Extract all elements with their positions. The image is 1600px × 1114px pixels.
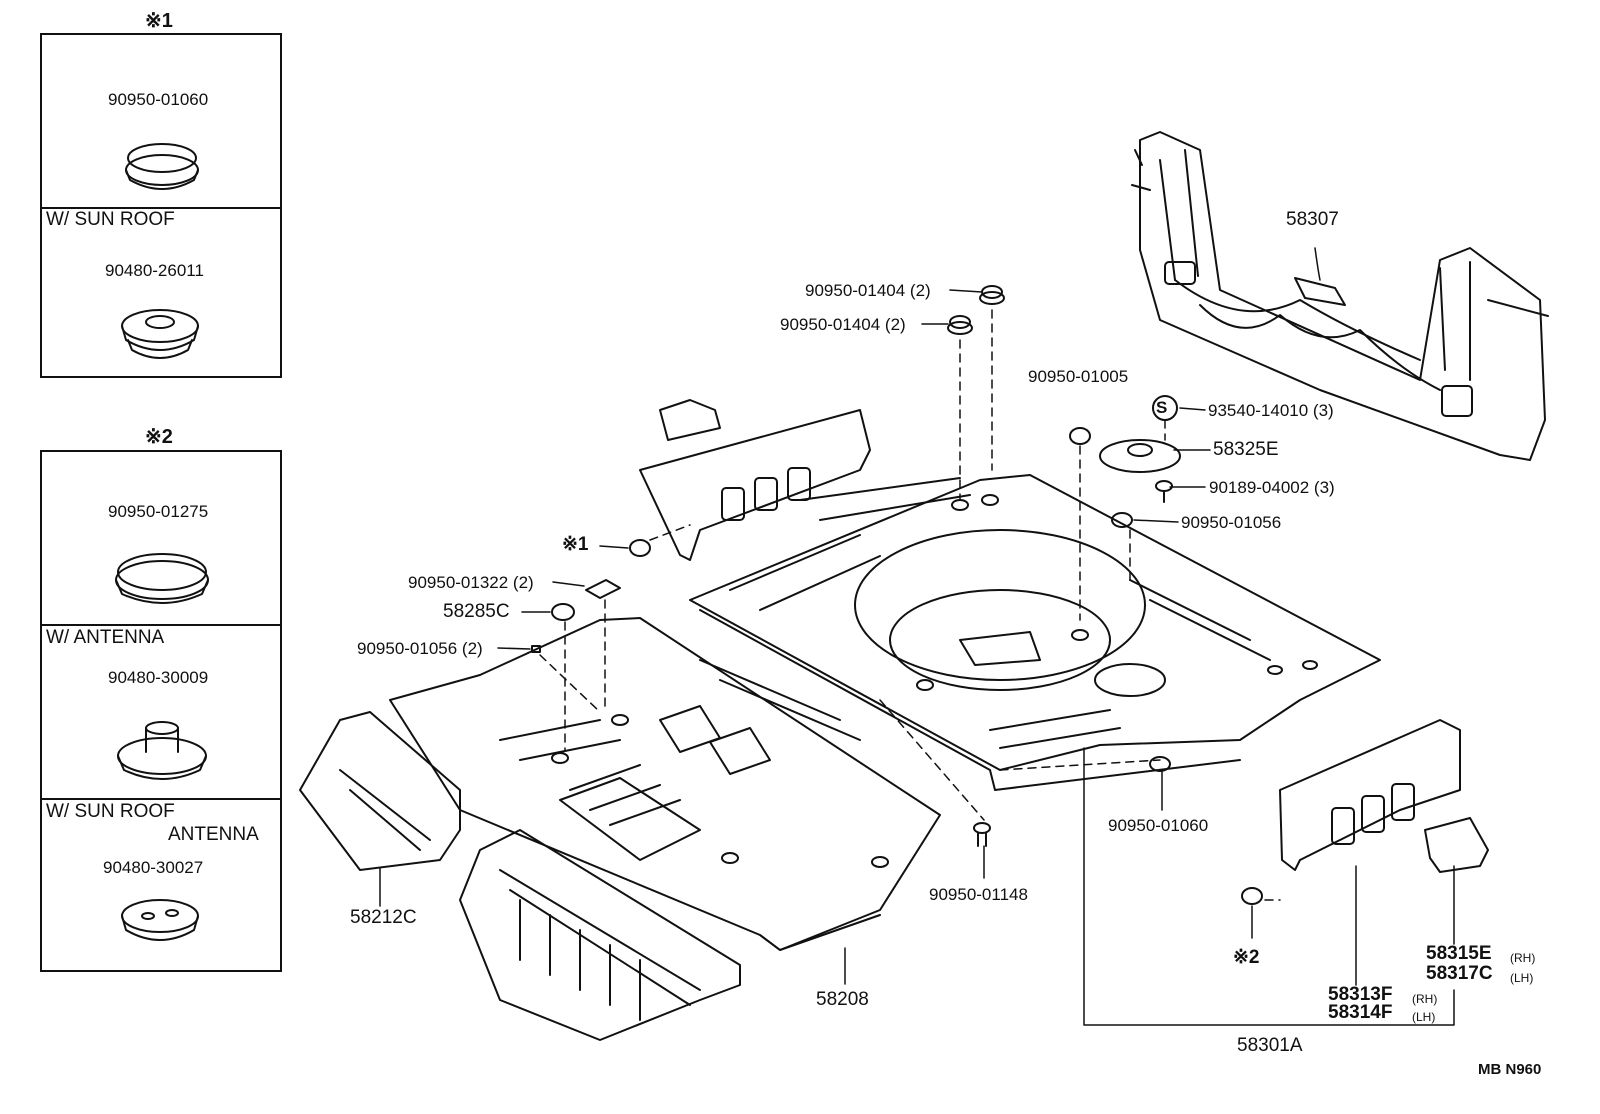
side-panel-58313F-part: [1279, 719, 1489, 873]
grommet-90480-30027-icon: [121, 899, 199, 941]
cover-58325E-icon: [1099, 439, 1181, 473]
plug-90950-01056-b-icon: [531, 645, 541, 653]
grommet-90950-01275-icon: [115, 553, 209, 604]
rear-panel-58307-part: [1131, 131, 1549, 461]
label-93540-14010: 93540-14010 (3): [1208, 401, 1334, 420]
legend-2-condition-antenna: W/ ANTENNA: [46, 627, 165, 648]
label-58314F: 58314F: [1328, 1002, 1393, 1023]
label-marker-2: ※2: [1233, 947, 1260, 968]
label-58313F: 58313F: [1328, 984, 1393, 1005]
legend-1-part-top: 90950-01060: [108, 90, 209, 109]
legend-box-1: [40, 33, 282, 378]
legend-2-part-antenna: 90480-30009: [108, 668, 209, 687]
label-58314F-side: (LH): [1412, 1010, 1436, 1024]
label-58315E: 58315E: [1426, 943, 1492, 964]
label-58307: 58307: [1286, 209, 1339, 230]
label-58315E-side: (RH): [1510, 951, 1536, 965]
plug-90950-01005-icon: [1069, 427, 1091, 445]
label-90189-04002: 90189-04002 (3): [1209, 478, 1335, 497]
assembly-dashed-lines: [539, 309, 1281, 901]
legend-2-condition-antenna-2: ANTENNA: [168, 824, 259, 845]
plug-marker-2-icon: [1241, 887, 1263, 905]
label-90950-01056-b: 90950-01056 (2): [357, 639, 483, 658]
legend-1-divider: [42, 207, 280, 209]
label-90950-01404-b: 90950-01404 (2): [780, 315, 906, 334]
side-panel-part: [639, 399, 871, 561]
plug-90950-01322-icon: [585, 579, 621, 599]
legend-1-marker: ※1: [145, 10, 173, 32]
side-rail-58212C-part: [299, 711, 741, 1041]
plug-90950-01060-icon: [1149, 756, 1171, 772]
grommet-90480-30009-icon: [117, 721, 207, 780]
grommet-90950-01060-icon: [125, 143, 199, 190]
label-58301A: 58301A: [1237, 1035, 1303, 1056]
rear-floor-pan-58208-part: [389, 617, 941, 951]
leader-lines: [379, 247, 1455, 1026]
label-58285C: 58285C: [443, 601, 510, 622]
label-58317C: 58317C: [1426, 963, 1493, 984]
clip-90950-01148-icon: [973, 822, 991, 847]
legend-1-condition-sun-roof: W/ SUN ROOF: [46, 209, 175, 230]
plug-90950-01404-b-icon: [947, 315, 973, 335]
plug-90950-01056-a-icon: [1111, 512, 1133, 528]
label-s-symbol: S: [1156, 398, 1168, 417]
plug-90950-01404-a-icon: [979, 285, 1005, 305]
legend-2-condition-sun-roof: W/ SUN ROOF: [46, 801, 175, 822]
label-90950-01322: 90950-01322 (2): [408, 573, 534, 592]
plug-marker-1-icon: [629, 539, 651, 557]
label-marker-1: ※1: [562, 534, 589, 555]
legend-2-divider-1: [42, 624, 280, 626]
label-58313F-side: (RH): [1412, 992, 1438, 1006]
label-90950-01148: 90950-01148: [929, 885, 1028, 904]
footer-code: MB N960: [1478, 1061, 1542, 1078]
label-58325E: 58325E: [1213, 439, 1279, 460]
label-58208: 58208: [816, 989, 869, 1010]
legend-2-part-top: 90950-01275: [108, 502, 209, 521]
plug-58285C-icon: [551, 603, 575, 621]
legend-2-divider-2: [42, 798, 280, 800]
label-90950-01056-a: 90950-01056: [1181, 513, 1282, 532]
label-90950-01005: 90950-01005: [1028, 367, 1129, 386]
label-90950-01060: 90950-01060: [1108, 816, 1209, 835]
bolt-90189-04002-icon: [1155, 480, 1173, 503]
label-58317C-side: (LH): [1510, 971, 1534, 985]
legend-2-marker: ※2: [145, 426, 173, 448]
legend-2-part-sun-roof-antenna: 90480-30027: [103, 858, 204, 877]
grommet-90480-26011-icon: [121, 309, 199, 359]
label-90950-01404-a: 90950-01404 (2): [805, 281, 931, 300]
legend-1-part-sun-roof: 90480-26011: [105, 261, 204, 280]
legend-box-2: [40, 450, 282, 972]
label-58212C: 58212C: [350, 907, 417, 928]
